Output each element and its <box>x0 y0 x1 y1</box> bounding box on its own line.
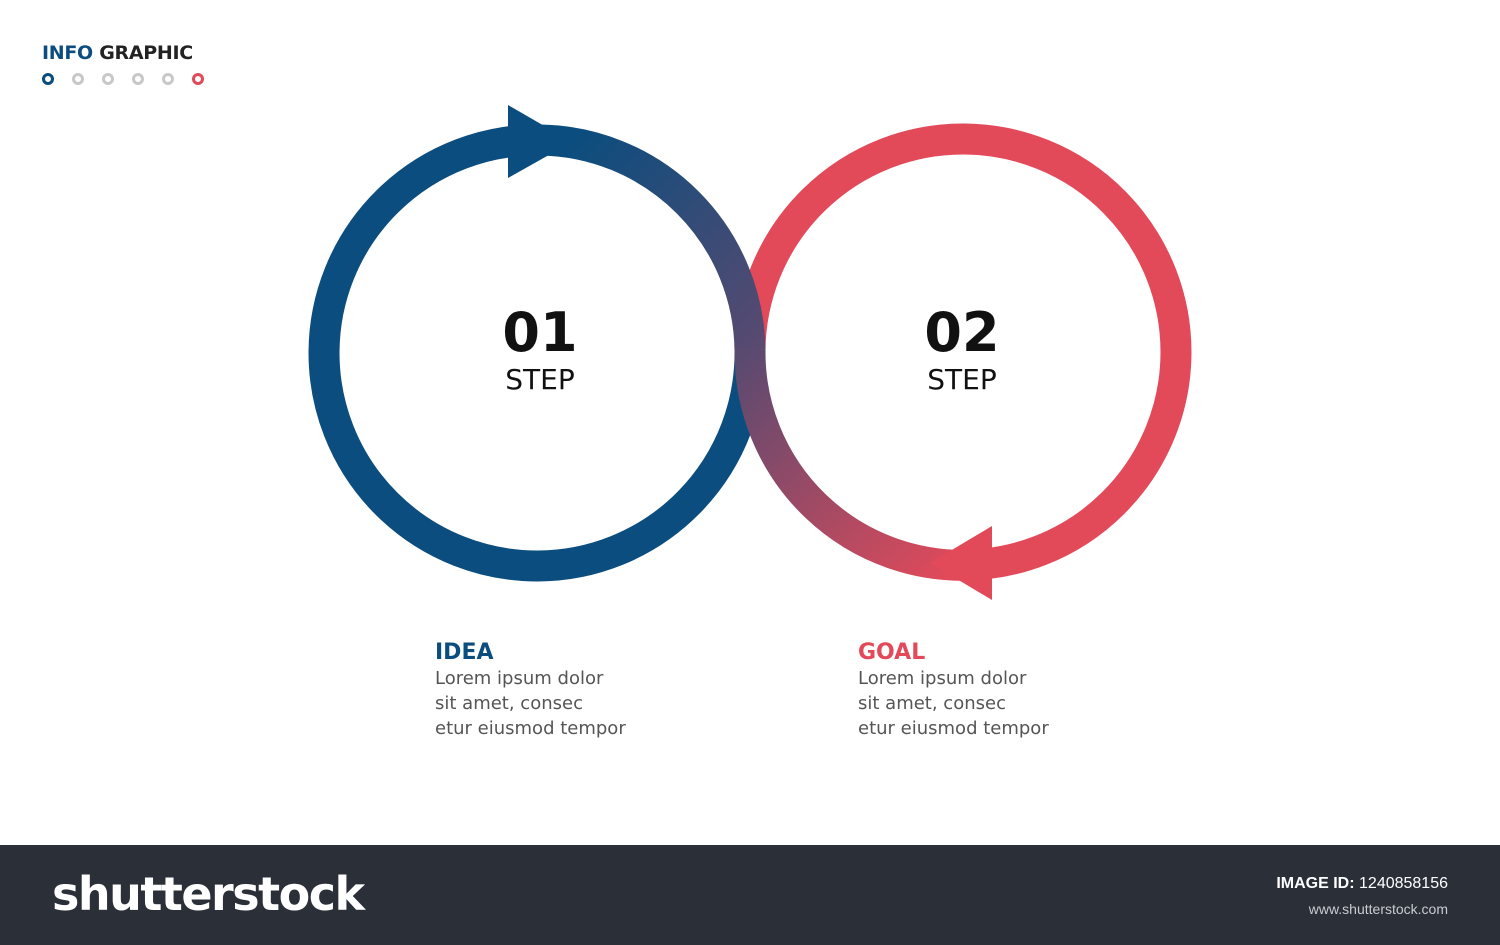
step-1-text-line: Lorem ipsum dolor <box>435 668 604 689</box>
step-1-label: IDEA <box>435 640 494 665</box>
title-graphic: GRAPHIC <box>99 42 193 64</box>
dot-3 <box>102 73 114 85</box>
dot-5 <box>162 73 174 85</box>
shutterstock-logo: shutterstock <box>52 867 365 921</box>
step-2-number: 02 <box>924 301 1000 364</box>
step-2-description: GOAL Lorem ipsum dolor sit amet, consec … <box>858 640 1118 741</box>
pagination-dots <box>42 73 212 93</box>
stock-footer-bar: shutterstock IMAGE ID: 1240858156 www.sh… <box>0 845 1500 945</box>
image-id-label: IMAGE ID: <box>1276 875 1355 892</box>
step-2-text-line: etur eiusmod tempor <box>858 718 1049 739</box>
site-url: www.shutterstock.com <box>1308 901 1448 917</box>
title-info: INFO <box>42 42 93 64</box>
step-1-word: STEP <box>505 363 575 396</box>
image-id: IMAGE ID: 1240858156 <box>1276 875 1448 893</box>
step-2-label: GOAL <box>858 640 926 665</box>
step-2-word: STEP <box>927 363 997 396</box>
step-1-description: IDEA Lorem ipsum dolor sit amet, consec … <box>435 640 695 741</box>
step-2-text-line: sit amet, consec <box>858 693 1006 714</box>
arrow-left-icon <box>930 526 992 600</box>
step-1-ring <box>308 124 766 582</box>
dot-2 <box>72 73 84 85</box>
arrow-right-icon <box>508 105 572 178</box>
ring-crossing-top <box>539 124 766 351</box>
step-2-ring <box>734 123 1192 581</box>
step-1-number: 01 <box>502 301 578 364</box>
ring-crossing-bottom <box>734 349 976 581</box>
step-1-text-line: sit amet, consec <box>435 693 583 714</box>
dot-1 <box>42 73 54 85</box>
infographic-title: INFO GRAPHIC <box>42 42 193 64</box>
infinity-cycle-diagram <box>308 105 1192 600</box>
image-id-value: 1240858156 <box>1359 875 1448 892</box>
dot-6 <box>192 73 204 85</box>
infographic-canvas: INFO GRAPHIC <box>42 42 1192 741</box>
dot-4 <box>132 73 144 85</box>
infographic-header: INFO GRAPHIC <box>42 42 204 85</box>
step-2-text-line: Lorem ipsum dolor <box>858 668 1027 689</box>
step-1-text-line: etur eiusmod tempor <box>435 718 626 739</box>
